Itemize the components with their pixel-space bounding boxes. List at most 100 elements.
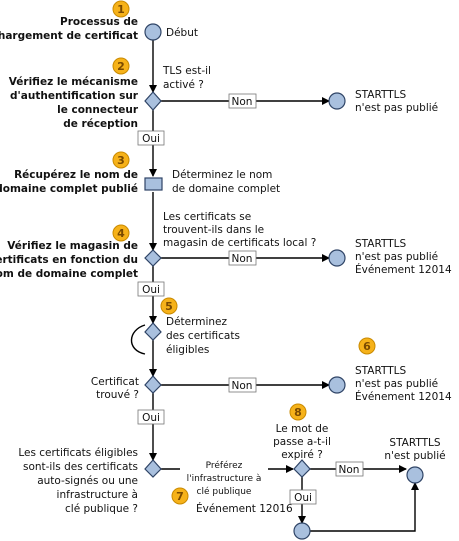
process-label: de domaine complet <box>172 183 280 195</box>
decision-expired-question: expiré ? <box>281 449 323 461</box>
decision-found-question: trouvé ? <box>96 389 139 401</box>
decision-pki-question: sont-ils des certificats <box>23 461 138 473</box>
step-2-title-line: d'authentification sur <box>10 90 139 102</box>
step-badge-3 <box>112 151 130 169</box>
step-5: 5 Déterminez des certificats éligibles <box>144 297 240 356</box>
branch-yes-label: Oui <box>142 284 160 296</box>
branch-no-label: Non <box>339 464 360 476</box>
result-text: n'est pas publié <box>355 251 438 263</box>
label-box <box>228 377 257 393</box>
start-label: Début <box>166 27 198 39</box>
step-4: 4 Les certificats se trouvent-ils dans l… <box>0 211 452 297</box>
decision-certs-in-store <box>144 249 162 267</box>
process-determine-fqdn <box>144 177 163 191</box>
result-text: STARTTLS <box>355 365 406 377</box>
result-event: Événement 12014 <box>355 390 452 403</box>
step-3-title-line: domaine complet publié <box>0 183 138 195</box>
label-box <box>137 409 165 425</box>
decision-tls-question: TLS est-il <box>162 65 211 77</box>
branch-yes-label: Oui <box>142 412 160 424</box>
step-number-3: 3 <box>117 154 125 167</box>
edge-loop <box>130 324 146 355</box>
result-text: STARTTLS <box>355 238 406 250</box>
decision-store-question: Les certificats se <box>163 211 251 223</box>
branch-no-label: Non <box>232 96 253 108</box>
result-text: n'est publié <box>384 450 445 462</box>
process-label: éligibles <box>166 344 209 356</box>
step-number-8: 8 <box>294 406 302 419</box>
step-number-2: 2 <box>117 60 125 73</box>
result-event: Événement 12014 <box>355 263 452 276</box>
step-number-6: 6 <box>363 340 371 353</box>
step-badge-1 <box>112 0 130 18</box>
decision-pki-question: infrastructure à <box>57 489 138 501</box>
step-4-title-line: certificats en fonction du <box>0 254 138 266</box>
branch-pki-label: Préférez <box>206 460 243 471</box>
step-1: 1 Processus de chargement de certificat … <box>0 0 198 42</box>
end-node-not-published <box>328 376 346 394</box>
step-2: 2 Vérifiez le mécanisme d'authentificati… <box>9 57 438 146</box>
branch-yes-label: Oui <box>294 492 312 504</box>
step-2-title-line: le connecteur <box>57 104 139 116</box>
process-label: Déterminez <box>166 316 228 328</box>
step-7: Les certificats éligibles sont-ils des c… <box>18 447 293 515</box>
branch-yes-label: Oui <box>142 133 160 145</box>
loop-eligible-certs <box>144 322 162 341</box>
decision-tls-enabled <box>144 91 162 111</box>
step-4-title-line: nom de domaine complet <box>0 268 138 280</box>
decision-found-question: Certificat <box>91 376 139 388</box>
step-1-title-line: Processus de <box>60 16 138 28</box>
decision-pki-question: auto-signés ou une <box>37 475 138 487</box>
result-text: STARTTLS <box>355 89 406 101</box>
label-box <box>137 130 165 146</box>
step-badge-5 <box>160 297 178 315</box>
edge-renew-to-published <box>310 482 419 532</box>
event-label: Événement 12016 <box>196 502 293 515</box>
step-4-title-line: Vérifiez le magasin de <box>7 240 138 252</box>
branch-pki-label: clé publique <box>197 486 252 497</box>
step-2-title-line: de réception <box>63 118 138 130</box>
step-2-title-line: Vérifiez le mécanisme <box>9 76 138 88</box>
label-box <box>228 250 257 266</box>
branch-no-label: Non <box>232 380 253 392</box>
decision-pki-question: clé publique ? <box>65 503 138 515</box>
step-3: 3 Récupérez le nom de domaine complet pu… <box>0 151 280 195</box>
label-box <box>137 281 165 297</box>
step-number-5: 5 <box>165 300 173 313</box>
decision-tls-question: activé ? <box>163 79 204 91</box>
step-badge-4 <box>112 224 130 242</box>
step-number-4: 4 <box>117 227 125 240</box>
label-box <box>289 489 317 505</box>
end-node-published <box>406 466 424 484</box>
step-number-1: 1 <box>117 3 125 16</box>
branch-no-label: Non <box>232 253 253 265</box>
branch-pki-label: l'infrastructure à <box>187 474 262 484</box>
end-node-renew <box>293 522 311 540</box>
decision-expired-question: passe a-t-il <box>273 436 331 448</box>
step-8: 8 Le mot de passe a-t-il expiré ? Non Ou… <box>273 403 446 540</box>
step-number-7: 7 <box>176 490 184 503</box>
label-box <box>228 93 257 109</box>
start-node <box>144 23 162 41</box>
decision-self-signed-or-pki <box>144 459 162 478</box>
decision-cert-found <box>144 375 162 394</box>
decision-pki-question: Les certificats éligibles <box>18 447 138 459</box>
end-node-not-published <box>328 249 346 267</box>
result-text: n'est pas publié <box>355 102 438 114</box>
result-text: STARTTLS <box>389 437 440 449</box>
decision-store-question: trouvent-ils dans le <box>163 224 264 236</box>
step-badge-8 <box>289 403 307 421</box>
label-box <box>180 460 268 498</box>
step-3-title-line: Récupérez le nom de <box>14 169 138 181</box>
step-6: 6 Certificat trouvé ? Non STARTTLS n'est… <box>91 337 452 425</box>
label-box <box>335 461 364 477</box>
step-1-title-line: chargement de certificat <box>0 30 138 42</box>
decision-expired-question: Le mot de <box>276 423 329 435</box>
process-label: des certificats <box>166 330 240 342</box>
step-badge-6 <box>358 337 376 355</box>
decision-password-expired <box>293 459 311 478</box>
step-badge-7 <box>171 487 189 505</box>
end-node-not-published <box>328 92 346 110</box>
step-badge-2 <box>112 57 130 75</box>
